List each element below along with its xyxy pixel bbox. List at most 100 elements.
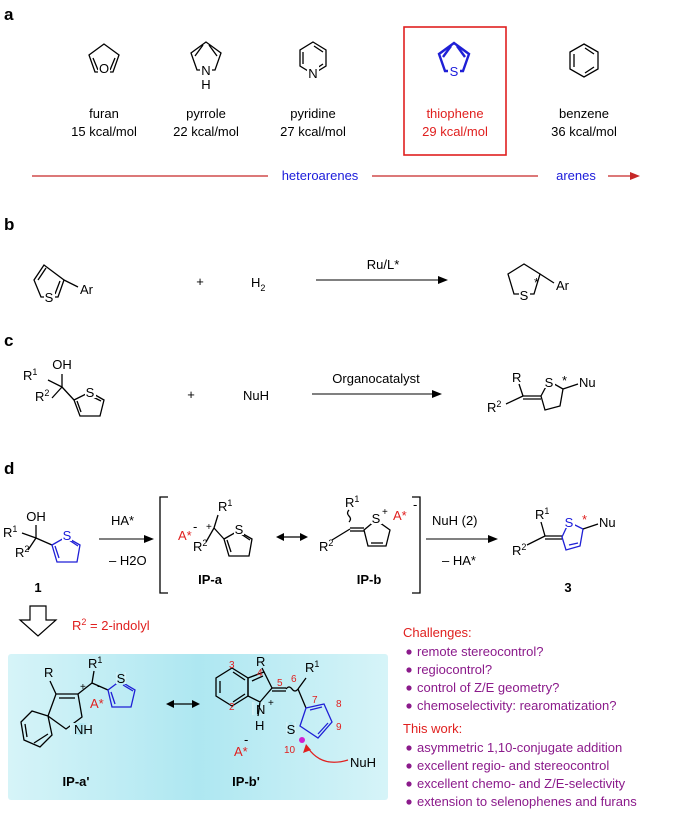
bracket-left (159, 496, 168, 594)
svg-text:9: 9 (336, 722, 342, 733)
compound-3: R1 R2 S * Nu (512, 506, 616, 558)
svg-text:10: 10 (284, 745, 296, 756)
svg-text:*: * (562, 373, 567, 388)
svg-text:A*: A* (234, 744, 248, 759)
svg-text:S: S (117, 671, 126, 686)
plus-c: + (187, 387, 195, 402)
down-arrow (18, 605, 58, 637)
pyrrole-structure: N H (190, 41, 222, 92)
panel-label-a: a (4, 5, 14, 24)
reagent-nuh2: NuH (2) (432, 513, 478, 528)
pyridine-atom: N (308, 66, 317, 81)
this-work-item: excellent chemo- and Z/E-selectivity (417, 776, 626, 791)
ip-b-prime-label: IP-b' (232, 774, 260, 789)
svg-text:R2: R2 (319, 538, 333, 554)
challenge-item: chemoselectivity: rearomatization? (417, 698, 616, 713)
arenes-label: arenes (556, 168, 596, 183)
carbinol-reactant: OH R1 R2 S (23, 357, 105, 417)
this-work-title: This work: (403, 721, 462, 736)
ip-a-prime-label: IP-a' (63, 774, 90, 789)
svg-text:R2: R2 (512, 542, 526, 558)
this-work-item: asymmetric 1,10-conjugate addition (417, 740, 622, 755)
r1: R1 (23, 367, 37, 383)
ip-b-structure: R1 R2 S + A* - (319, 494, 417, 554)
pyrrole-name: pyrrole (186, 106, 226, 121)
compound-1-label: 1 (34, 580, 41, 595)
pyrrole-energy: 22 kcal/mol (173, 124, 239, 139)
panel-label-c: c (4, 331, 13, 350)
svg-text:R2: R2 (487, 399, 501, 415)
compound-3-label: 3 (564, 580, 571, 595)
svg-text:R2: R2 (193, 538, 207, 554)
reagent-minus-ha: – HA* (442, 553, 476, 568)
svg-text:R1: R1 (535, 506, 549, 522)
challenge-item: remote stereocontrol? (417, 644, 543, 659)
nuh-attack: NuH (350, 755, 376, 770)
svg-text:+: + (206, 522, 212, 533)
svg-text:S: S (45, 290, 54, 305)
svg-text:3: 3 (229, 660, 235, 671)
h2: H2 (251, 275, 265, 293)
condition-b: Ru/L* (367, 257, 400, 272)
reagent-ha: HA* (111, 513, 134, 528)
svg-text:S: S (545, 375, 554, 390)
nuh-c: NuH (243, 388, 269, 403)
svg-text:A*: A* (178, 528, 192, 543)
pyridine-energy: 27 kcal/mol (280, 124, 346, 139)
tetrahydrothiophene-product: S * Ar (507, 263, 570, 303)
svg-text:8: 8 (336, 699, 342, 710)
panel-label-b: b (4, 215, 14, 234)
arrow-head (630, 172, 640, 180)
r2-indolyl: R2 = 2-indolyl (72, 617, 150, 633)
svg-text:S: S (372, 511, 381, 526)
svg-text:NH: NH (74, 722, 93, 737)
svg-text:OH: OH (52, 357, 72, 372)
svg-text:-: - (244, 732, 248, 747)
svg-text:A*: A* (393, 508, 407, 523)
thiophene-atom: S (450, 64, 459, 79)
svg-text:4: 4 (257, 668, 263, 679)
benzene-structure (569, 43, 599, 78)
benzene-name: benzene (559, 106, 609, 121)
svg-text:+: + (268, 698, 274, 709)
bracket-right (412, 496, 421, 594)
pyrrole-atom-h: H (201, 77, 210, 92)
ip-b-prime-structure: R R1 N + H - A* S NuH 2 3 4 5 6 7 8 9 10 (215, 654, 376, 770)
challenge-item: control of Z/E geometry? (417, 680, 559, 695)
svg-text:*: * (582, 512, 587, 527)
svg-text:S: S (520, 288, 529, 303)
svg-text:Ar: Ar (556, 278, 570, 293)
svg-text:R1: R1 (345, 494, 359, 510)
reagent-h2o: – H2O (109, 553, 147, 568)
pyridine-name: pyridine (290, 106, 336, 121)
svg-text:6: 6 (291, 674, 297, 685)
svg-text:-: - (413, 497, 417, 512)
svg-text:R2: R2 (15, 544, 29, 560)
plus-b: + (196, 274, 204, 289)
svg-text:A*: A* (90, 696, 104, 711)
svg-text:N: N (256, 702, 265, 717)
svg-text:R1: R1 (3, 524, 17, 540)
condition-c: Organocatalyst (332, 371, 420, 386)
furan-structure: O (88, 43, 120, 76)
svg-text:S: S (565, 515, 574, 530)
heteroarenes-label: heteroarenes (282, 168, 359, 183)
c10-dot (299, 737, 305, 743)
svg-text:R1: R1 (305, 659, 319, 675)
furan-atom: O (99, 61, 109, 76)
challenges-list: remote stereocontrol? regiocontrol? cont… (406, 644, 616, 713)
thiophene-name: thiophene (426, 106, 483, 121)
svg-text:7: 7 (312, 695, 318, 706)
challenges-title: Challenges: (403, 625, 472, 640)
svg-text:S: S (235, 522, 244, 537)
challenge-item: regiocontrol? (417, 662, 492, 677)
ip-a-prime-structure: R NH R1 + - A* S (20, 655, 136, 748)
aryl-thiophene-reactant: S Ar (33, 264, 94, 305)
pyrrole-atom: N (201, 63, 210, 78)
svg-text:+: + (80, 682, 86, 693)
furan-name: furan (89, 106, 119, 121)
ip-b-label: IP-b (357, 572, 382, 587)
svg-text:R: R (44, 665, 53, 680)
svg-text:Nu: Nu (599, 515, 616, 530)
